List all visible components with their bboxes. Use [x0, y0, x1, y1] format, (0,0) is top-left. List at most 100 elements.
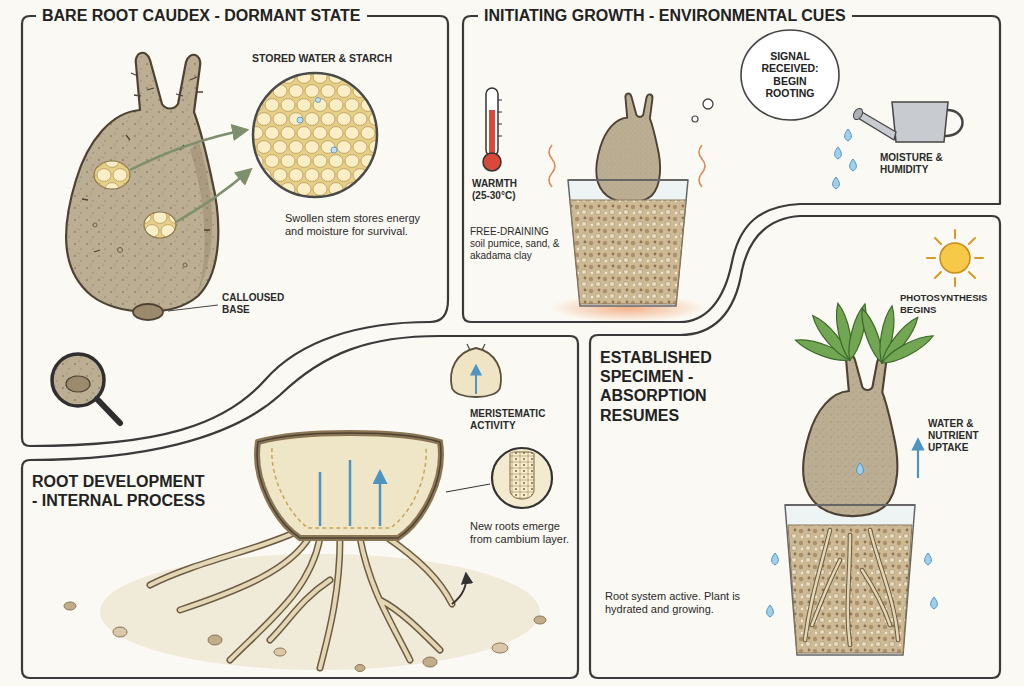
- pot-roots: [805, 530, 898, 645]
- calloused-base: [133, 304, 163, 320]
- callout-label: CALLOUSED BASE: [222, 292, 300, 316]
- meristem-magnified-view: [492, 448, 552, 508]
- storage-patch: [94, 161, 130, 189]
- callout-label: STORED WATER & STARCH: [252, 52, 432, 65]
- caudex-shading: [190, 140, 212, 296]
- water-flow-arrow: [320, 460, 380, 526]
- caudex-spines: [467, 344, 485, 350]
- watering-can-spout: [858, 112, 896, 140]
- callout-label: MERISTEMATIC ACTIVITY: [470, 408, 570, 432]
- storage-patch: [144, 212, 176, 238]
- magnifier-handle: [97, 399, 120, 423]
- panel-heading: ROOT DEVELOPMENT - INTERNAL PROCESS: [32, 472, 212, 510]
- water-drop: [845, 129, 852, 141]
- water-drop: [833, 177, 840, 189]
- soil-ground: [100, 554, 540, 670]
- leader-line: [168, 305, 218, 311]
- panel-heading: INITIATING GROWTH - ENVIRONMENTAL CUES: [478, 6, 852, 25]
- bark-bump: [118, 248, 123, 253]
- calloused-base-detail: [66, 376, 90, 392]
- soil-pebble: [64, 602, 76, 610]
- water-drop: [767, 605, 774, 617]
- watering-can-rose: [852, 107, 865, 121]
- panel-heading: BARE ROOT CAUDEX - DORMANT STATE: [36, 6, 367, 25]
- caudex-outline: [257, 433, 441, 538]
- heat-wave: [549, 145, 555, 187]
- meristem-cells: [510, 452, 534, 499]
- sun-rays: [927, 230, 983, 286]
- soil-pebble: [208, 635, 222, 645]
- panel-outline: [463, 16, 1000, 322]
- caudex-body: [66, 53, 218, 312]
- callout-label: MOISTURE & HUMIDITY: [880, 152, 980, 176]
- soil-mix: [570, 200, 686, 304]
- cambium-layer: [272, 448, 426, 528]
- bark-bump: [93, 223, 97, 227]
- cell-magnified-view: [253, 73, 377, 197]
- soil-pebble: [113, 627, 127, 637]
- panel-outline: [22, 16, 448, 446]
- water-droplet: [316, 98, 321, 103]
- callout-label: PHOTOSYNTHESIS BEGINS: [900, 292, 994, 315]
- soil-pebble: [274, 648, 286, 656]
- caudex-body: [803, 356, 897, 517]
- pot-roots: [805, 530, 898, 645]
- water-drop: [850, 159, 857, 171]
- watering-can: [892, 102, 948, 142]
- bubble-text: SIGNAL RECEIVED: BEGIN ROOTING: [761, 50, 819, 100]
- bubble-outline: [741, 30, 839, 120]
- stage-panel: ROOT DEVELOPMENT - INTERNAL PROCESS: [18, 332, 582, 682]
- water-drop: [925, 553, 932, 565]
- pointer-arrow: [176, 170, 250, 222]
- meristem-cells: [510, 452, 534, 499]
- thermometer-ticks: [498, 100, 502, 136]
- pot-rim: [785, 504, 915, 506]
- bark-bump: [183, 263, 187, 267]
- soil-pebble: [534, 616, 546, 624]
- water-drop: [835, 147, 842, 159]
- water-droplet: [297, 117, 303, 123]
- watering-can-handle: [945, 110, 963, 136]
- glass-pot: [785, 505, 915, 655]
- thought-dot: [692, 116, 698, 122]
- note-text: FREE-DRAINING soil pumice, sand, & akada…: [470, 226, 562, 263]
- soil-pebble: [423, 657, 437, 667]
- new-roots: [150, 530, 452, 668]
- heat-wave: [699, 145, 705, 187]
- sun: [940, 243, 970, 273]
- note-text: Root system active. Plant is hydrated an…: [605, 590, 755, 617]
- panel-heading: ESTABLISHED SPECIMEN - ABSORPTION RESUME…: [600, 348, 740, 425]
- leader-line: [446, 484, 490, 492]
- caudex-cross-section: [257, 433, 441, 538]
- dormant-caudex: [52, 53, 377, 423]
- leaf-cluster: [879, 331, 935, 368]
- water-drop: [931, 597, 938, 609]
- cut-caudex-top: [451, 348, 501, 397]
- water-droplet: [331, 147, 337, 153]
- new-roots: [150, 530, 452, 668]
- pot-rim: [568, 179, 688, 181]
- callout-label: WATER & NUTRIENT UPTAKE: [928, 418, 994, 455]
- note-text: New roots emerge from cambium layer.: [470, 520, 572, 547]
- soil-pebble: [355, 665, 365, 672]
- uptake-arrow: [917, 440, 919, 478]
- thought-dot: [703, 99, 713, 109]
- panel-outline: [22, 336, 578, 678]
- soil-pebble: [492, 643, 508, 653]
- caudex-body: [596, 94, 660, 203]
- thought-bubble: SIGNAL RECEIVED: BEGIN ROOTING: [740, 29, 840, 121]
- note-text: Swollen stem stores energy and moisture …: [285, 212, 440, 239]
- leaf-cluster: [794, 302, 871, 365]
- water-drop: [857, 463, 864, 475]
- thermometer-bulb: [483, 153, 501, 171]
- pointer-arrow: [452, 574, 466, 604]
- callout-label: WARMTH (25-30°C): [472, 178, 534, 202]
- water-flow-arrow: [475, 366, 477, 394]
- panel-outline: [590, 216, 1000, 678]
- pot-roots: [805, 530, 898, 645]
